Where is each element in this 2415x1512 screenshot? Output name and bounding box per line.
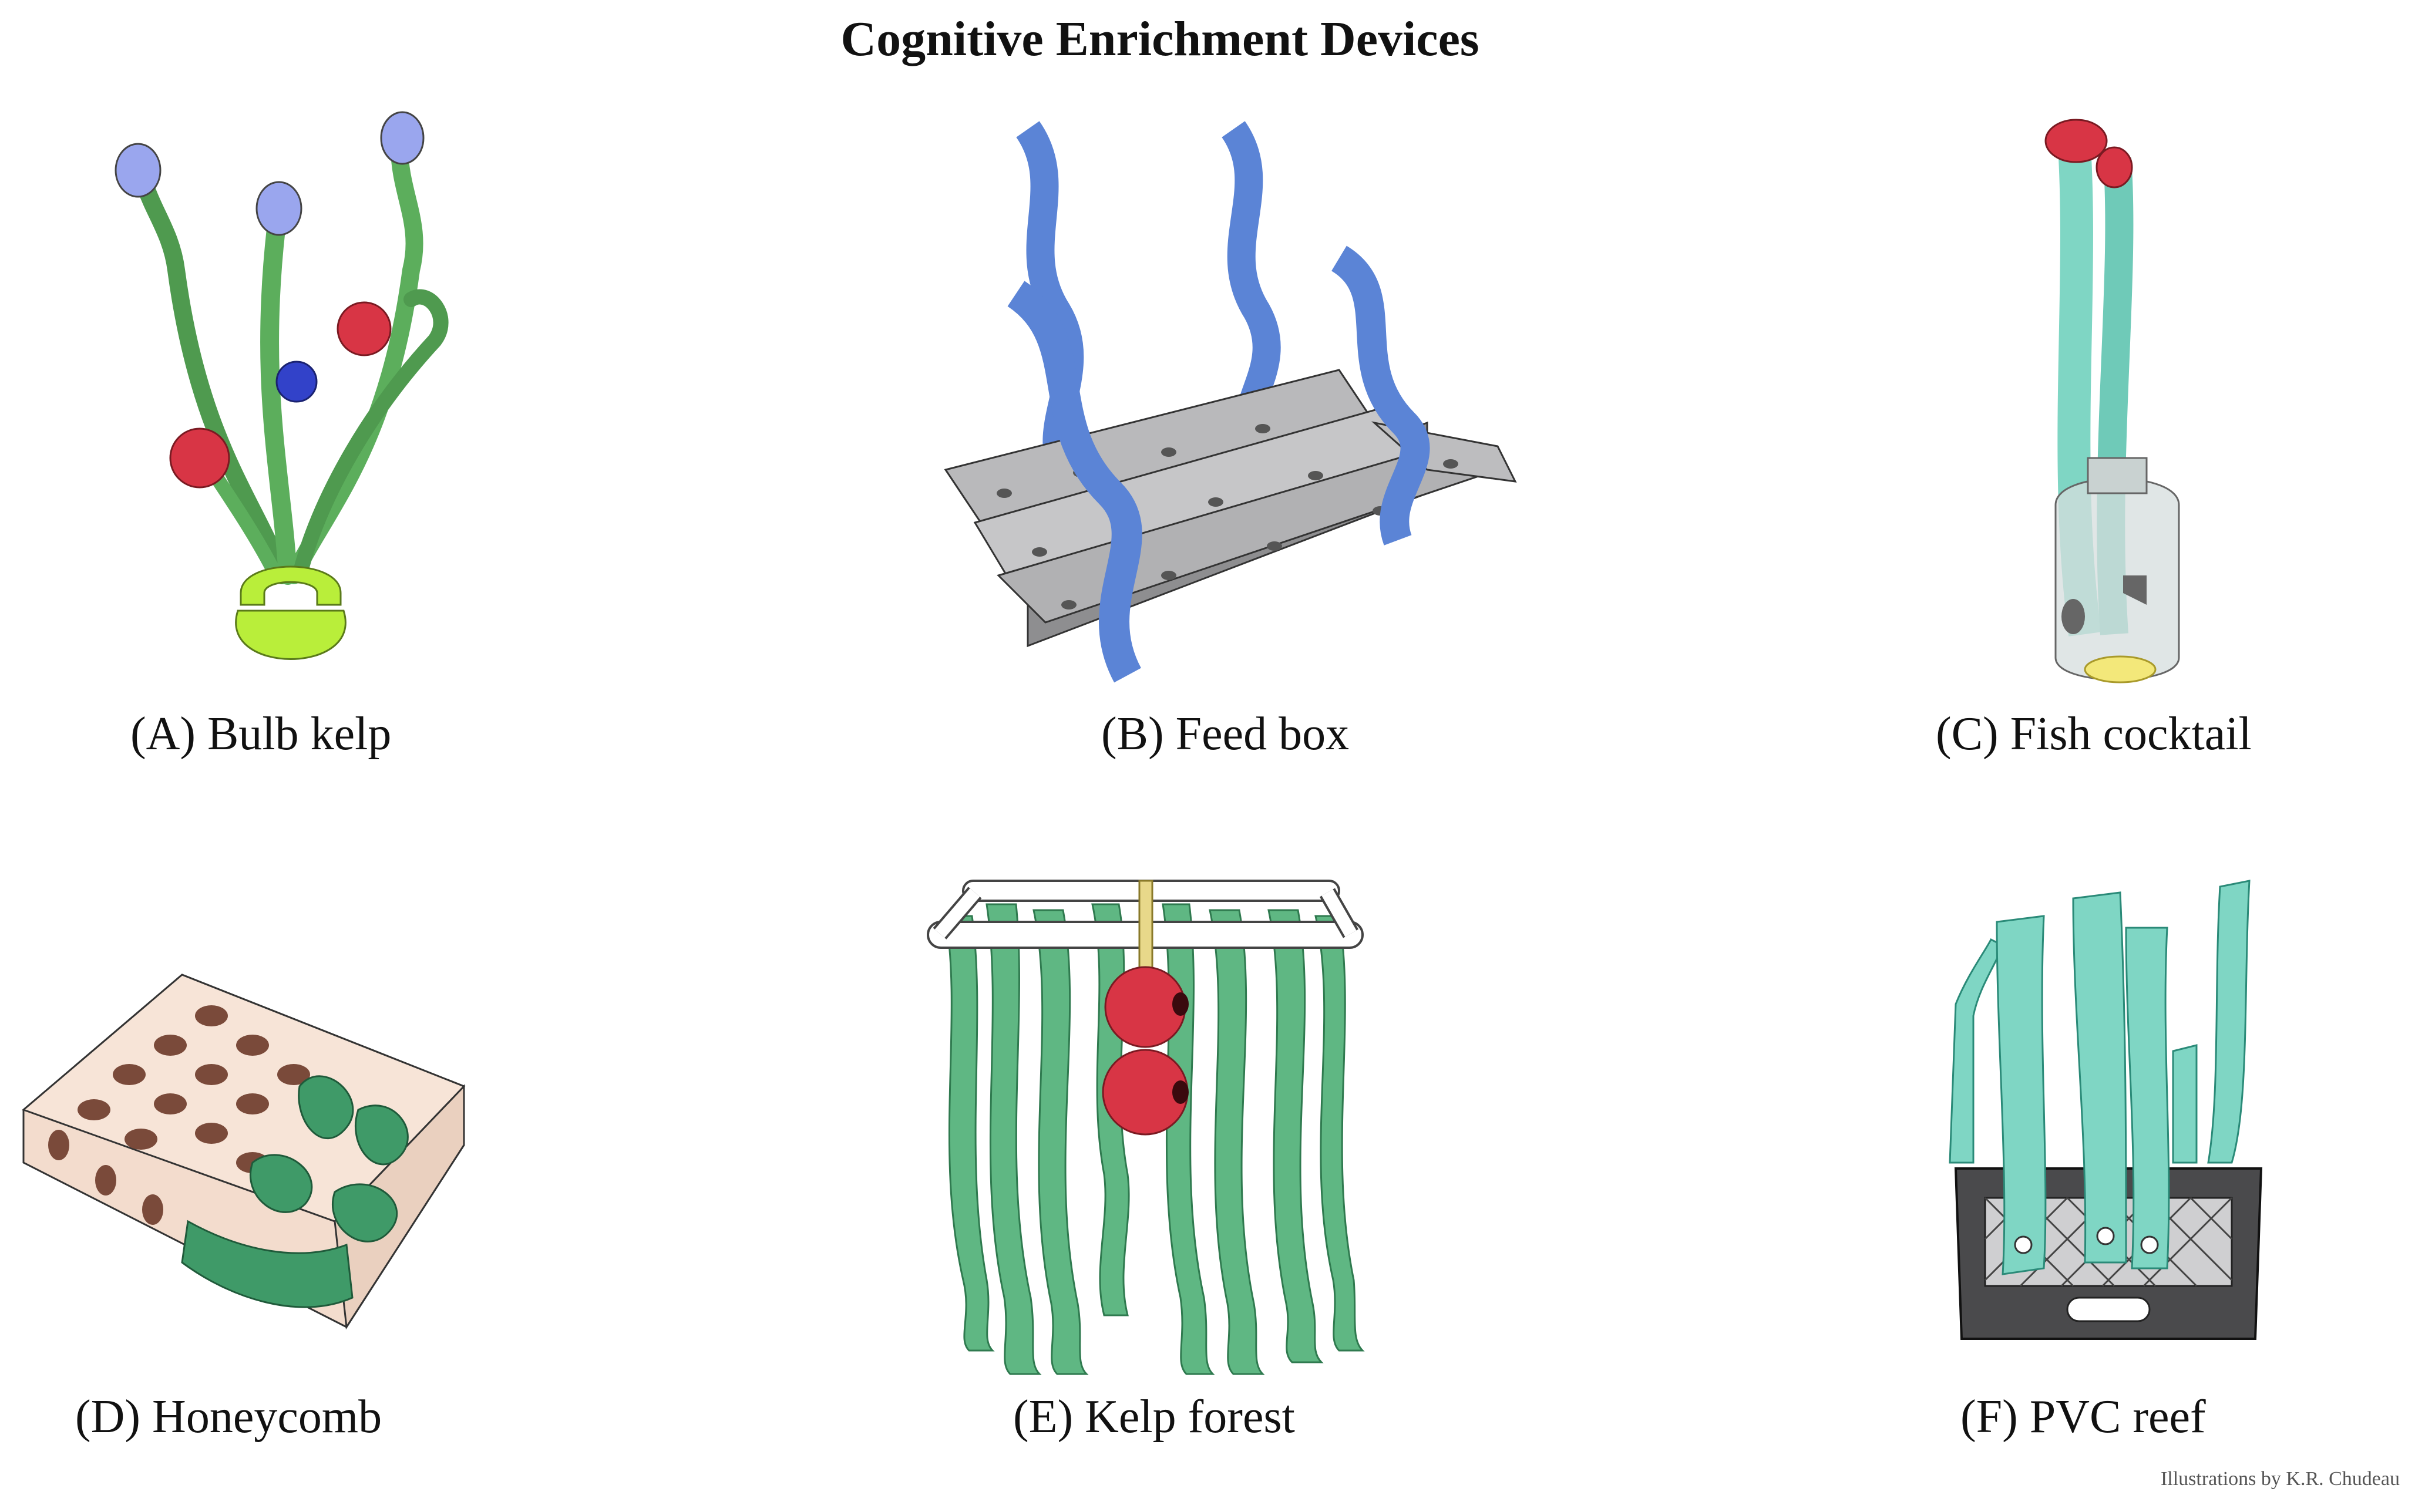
panel-bulb-kelp [82, 94, 493, 693]
bulb-kelp-illustration [115, 111, 449, 660]
panel-kelp-forest [916, 869, 1374, 1386]
caption-fish-cocktail: (C) Fish cocktail [1936, 708, 2252, 760]
pvc-reef-illustration [1949, 880, 2263, 1340]
kelp-forest-illustration [927, 880, 1365, 1375]
fish-cocktail-illustration [2044, 119, 2180, 683]
caption-bulb-kelp: (A) Bulb kelp [130, 708, 392, 760]
feed-box-illustration [944, 121, 1517, 683]
illustration-credit: Illustrations by K.R. Chudeau [2160, 1468, 2400, 1490]
panel-feed-box [934, 117, 1527, 687]
panel-fish-cocktail [1997, 106, 2232, 693]
caption-pvc-reef: (F) PVC reef [1960, 1391, 2206, 1443]
caption-kelp-forest: (E) Kelp forest [1013, 1391, 1295, 1443]
panel-pvc-reef [1932, 869, 2273, 1351]
panel-honeycomb [18, 969, 476, 1345]
caption-honeycomb: (D) Honeycomb [75, 1391, 382, 1443]
caption-feed-box: (B) Feed box [1101, 708, 1350, 760]
honeycomb-illustration [22, 974, 466, 1330]
figure-title: Cognitive Enrichment Devices [840, 12, 1479, 66]
